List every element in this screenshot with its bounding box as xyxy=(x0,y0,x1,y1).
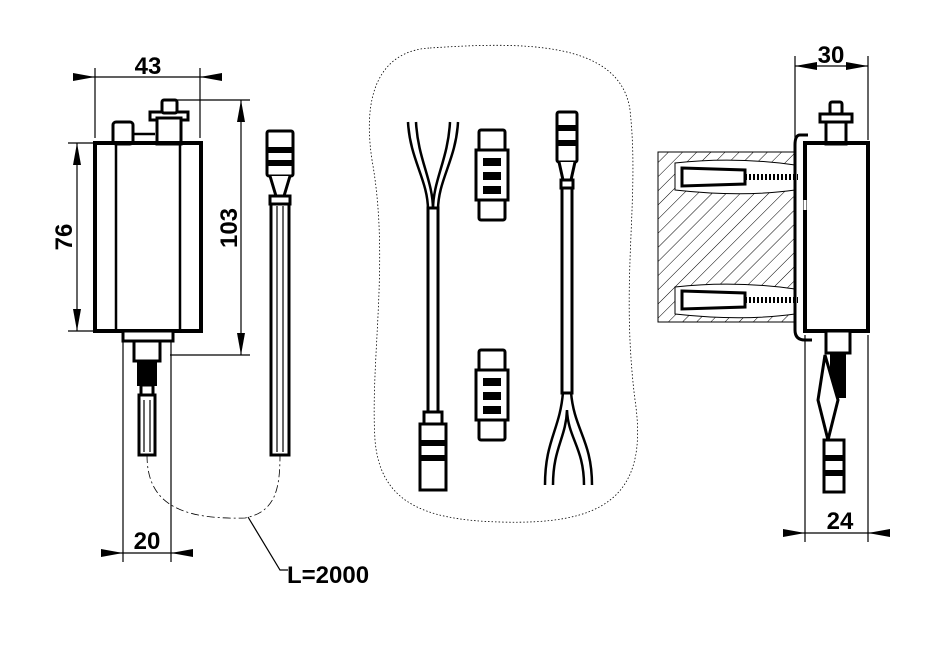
wall-anchor-bottom xyxy=(674,283,798,319)
dimension-43: 43 xyxy=(73,53,222,138)
front-view-device xyxy=(93,98,203,457)
y-splitter-open-ends xyxy=(543,110,594,486)
dimension-20: 20 xyxy=(101,340,193,562)
dimension-label-24: 24 xyxy=(827,508,854,535)
side-view-wall-mount xyxy=(657,100,870,494)
dimension-label-20: 20 xyxy=(134,528,161,555)
dimension-103: 103 xyxy=(170,99,250,356)
dimension-label-43: 43 xyxy=(135,53,162,80)
dimension-76: 76 xyxy=(51,142,95,332)
coupler-top xyxy=(474,128,510,222)
dimension-24: 24 xyxy=(783,335,890,542)
dimension-label-103: 103 xyxy=(216,208,243,248)
dimension-label-length: L=2000 xyxy=(287,562,369,589)
dimension-label-76: 76 xyxy=(51,224,78,251)
wall-anchor-top xyxy=(674,159,798,195)
dimension-30: 30 xyxy=(794,42,869,140)
cable-connector xyxy=(265,129,295,457)
dimension-label-30: 30 xyxy=(818,42,845,69)
cable-length-annotation: L=2000 xyxy=(146,454,369,589)
accessories-group xyxy=(368,44,639,523)
y-splitter-cable xyxy=(406,121,460,492)
coupler-bottom xyxy=(474,348,510,442)
